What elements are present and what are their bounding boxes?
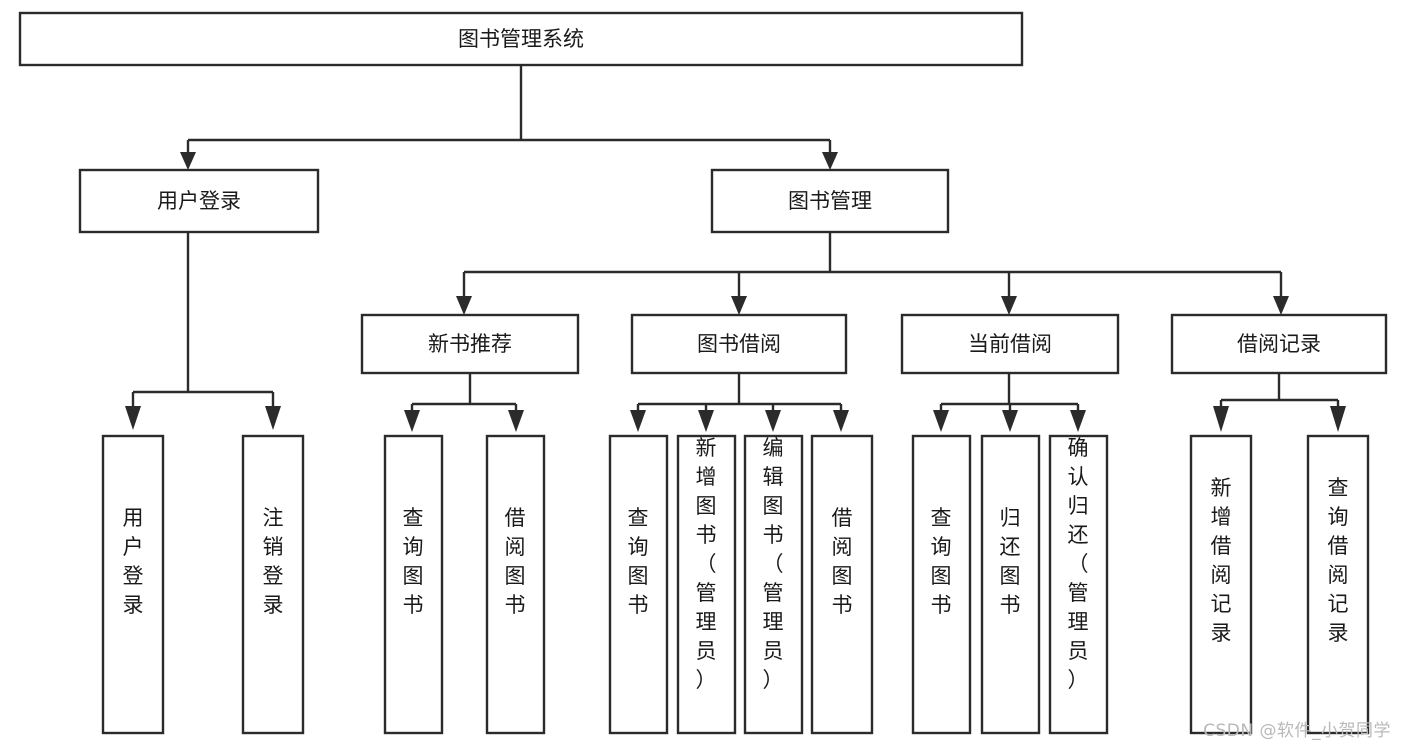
node-rect-book-borrow [630,313,848,375]
node-label-leaf-add-record: 新增借阅记录 [1211,476,1232,645]
node-rect-root [18,11,1024,67]
node-label-leaf-logout-login: 注销登录 [263,506,284,617]
node-label-leaf-confirm-return: 确认归还（管理员） [1068,436,1089,692]
node-leaf-query-book-2[interactable]: 查询图书 [608,434,669,735]
arrow-head-leaf-borrow-book-2 [833,410,849,432]
node-label-leaf-borrow-book-1: 借阅图书 [505,506,526,617]
node-rect-leaf-add-record [1189,434,1253,735]
connector-group [125,65,1346,432]
node-label-user-login: 用户登录 [157,189,241,213]
node-label-leaf-query-book-2: 查询图书 [628,506,649,617]
arrow-head-book-borrow [731,296,747,315]
node-leaf-logout-login[interactable]: 注销登录 [241,434,305,735]
node-rect-new-book-recommend [360,313,580,375]
arrow-head-leaf-confirm-return [1070,410,1086,432]
arrow-head-leaf-add-book [698,410,714,432]
arrow-head-leaf-add-record [1213,406,1229,432]
node-leaf-edit-book[interactable]: 编辑图书（管理员） [743,434,804,735]
node-rect-leaf-user-login [101,434,165,735]
arrow-head-leaf-logout-login [265,406,281,430]
node-label-book-borrow: 图书借阅 [697,332,781,356]
node-label-book-manage: 图书管理 [788,189,872,213]
node-label-leaf-return-book: 归还图书 [1000,506,1021,617]
node-rect-leaf-query-book-1 [383,434,444,735]
node-book-manage[interactable]: 图书管理 [710,168,950,234]
node-leaf-query-book-3[interactable]: 查询图书 [911,434,972,735]
node-label-new-book-recommend: 新书推荐 [428,332,512,356]
arrow-head-leaf-query-book-2 [630,410,646,432]
node-label-borrow-record: 借阅记录 [1237,332,1321,356]
node-label-leaf-edit-book: 编辑图书（管理员） [763,436,784,692]
arrow-head-leaf-query-record [1330,406,1346,432]
node-leaf-add-book[interactable]: 新增图书（管理员） [676,434,737,735]
arrow-head-new-book-recommend [456,296,472,315]
node-current-borrow[interactable]: 当前借阅 [900,313,1120,375]
node-rect-leaf-query-book-3 [911,434,972,735]
node-rect-user-login [78,168,320,234]
node-rect-leaf-query-record [1306,434,1370,735]
node-book-borrow[interactable]: 图书借阅 [630,313,848,375]
node-label-leaf-query-record: 查询借阅记录 [1328,476,1349,645]
node-borrow-record[interactable]: 借阅记录 [1170,313,1388,375]
node-rect-leaf-query-book-2 [608,434,669,735]
node-leaf-add-record[interactable]: 新增借阅记录 [1189,434,1253,735]
arrow-head-leaf-borrow-book-1 [508,410,524,432]
node-leaf-confirm-return[interactable]: 确认归还（管理员） [1048,434,1109,735]
arrow-head-leaf-user-login [125,406,141,430]
node-label-leaf-user-login: 用户登录 [123,506,144,617]
node-leaf-query-record[interactable]: 查询借阅记录 [1306,434,1370,735]
node-rect-book-manage [710,168,950,234]
arrow-head-leaf-edit-book [765,410,781,432]
node-book-management-system[interactable]: 图书管理系统 [18,11,1024,67]
node-leaf-borrow-book-2[interactable]: 借阅图书 [810,434,874,735]
node-rect-leaf-confirm-return [1048,434,1109,735]
csdn-watermark: CSDN @软件_小贺同学 [1203,721,1391,741]
node-rect-leaf-edit-book [743,434,804,735]
arrow-head-leaf-query-book-3 [933,410,949,432]
node-rect-leaf-return-book [980,434,1041,735]
arrow-head-book-manage [822,152,838,170]
node-leaf-return-book[interactable]: 归还图书 [980,434,1041,735]
node-label-root: 图书管理系统 [458,27,584,51]
arrow-head-leaf-return-book [1002,410,1018,432]
node-label-leaf-query-book-3: 查询图书 [931,506,952,617]
node-label-leaf-query-book-1: 查询图书 [403,506,424,617]
node-rect-current-borrow [900,313,1120,375]
node-rect-borrow-record [1170,313,1388,375]
arrow-head-current-borrow [1001,296,1017,315]
node-rect-leaf-borrow-book-1 [485,434,546,735]
node-label-current-borrow: 当前借阅 [968,332,1052,356]
node-user-login[interactable]: 用户登录 [78,168,320,234]
node-leaf-query-book-1[interactable]: 查询图书 [383,434,444,735]
node-label-leaf-add-book: 新增图书（管理员） [696,436,717,692]
node-rect-leaf-add-book [676,434,737,735]
node-rect-leaf-borrow-book-2 [810,434,874,735]
arrow-head-borrow-record [1273,296,1289,315]
node-leaf-borrow-book-1[interactable]: 借阅图书 [485,434,546,735]
node-leaf-user-login[interactable]: 用户登录 [101,434,165,735]
arrow-head-leaf-query-book-1 [404,410,420,432]
node-label-leaf-borrow-book-2: 借阅图书 [832,506,853,617]
arrow-head-user-login [180,152,196,170]
node-new-book-recommend[interactable]: 新书推荐 [360,313,580,375]
node-rect-leaf-logout-login [241,434,305,735]
